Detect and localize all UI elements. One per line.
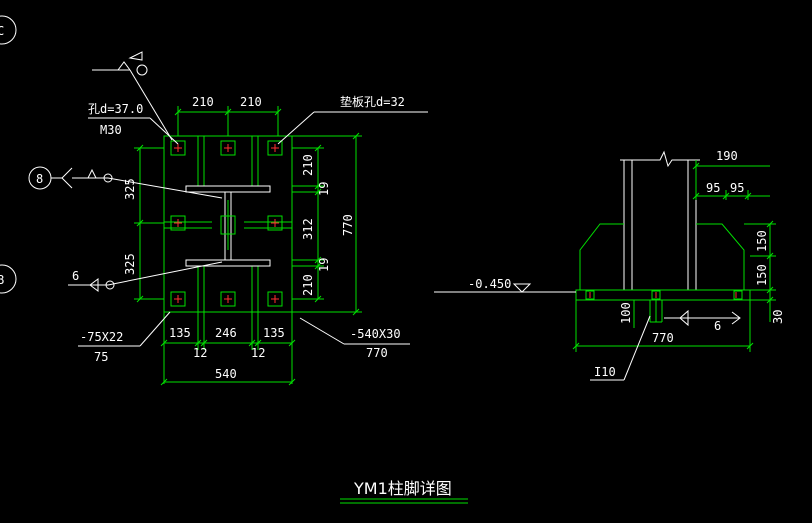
dim-right-312: 312 bbox=[301, 218, 315, 240]
bolt-hole-note: 孔d=37.0 bbox=[88, 102, 143, 116]
dim-bottom-135-right: 135 bbox=[263, 326, 285, 340]
dim-190: 190 bbox=[716, 149, 738, 163]
plan-left-dimension: 325 325 bbox=[123, 144, 164, 303]
plan-top-dimension: 210 210 bbox=[174, 95, 282, 136]
dim-95-left: 95 bbox=[706, 181, 720, 195]
dim-right-210-top: 210 bbox=[301, 154, 315, 176]
section-weld-size: 6 bbox=[714, 319, 721, 333]
dim-150-top: 150 bbox=[755, 230, 769, 252]
plate-spec: -540X30 bbox=[350, 327, 401, 341]
stiffener-length: 75 bbox=[94, 350, 108, 364]
anchor-bolt-grid bbox=[170, 140, 283, 307]
dim-right-19-top: 19 bbox=[317, 182, 331, 196]
shear-key-label: I10 bbox=[594, 365, 616, 379]
drawing-title: YM1柱脚详图 bbox=[340, 479, 468, 504]
dim-left-lower: 325 bbox=[123, 253, 137, 275]
dim-bottom-246: 246 bbox=[215, 326, 237, 340]
dim-95-right: 95 bbox=[730, 181, 744, 195]
dim-total-width: 540 bbox=[215, 367, 237, 381]
dim-100: 100 bbox=[619, 302, 633, 324]
axis-label-8: 8 bbox=[36, 172, 43, 186]
dim-left-upper: 325 bbox=[123, 178, 137, 200]
section-base-plate bbox=[575, 289, 751, 301]
svg-text:C: C bbox=[0, 24, 4, 38]
dim-770: 770 bbox=[652, 331, 674, 345]
dim-12-left: 12 bbox=[193, 346, 207, 360]
dim-150-bot: 150 bbox=[755, 264, 769, 286]
dim-top-left: 210 bbox=[192, 95, 214, 109]
h-column-section bbox=[185, 185, 271, 267]
plan-bottom-dimension: 135 246 135 12 12 540 bbox=[160, 312, 296, 386]
dim-right-19-bot: 19 bbox=[317, 258, 331, 272]
dim-top-right: 210 bbox=[240, 95, 262, 109]
plan-right-dimension: 210 19 312 19 210 770 bbox=[292, 132, 362, 316]
stiffener-spec: -75X22 bbox=[80, 330, 123, 344]
svg-text:B: B bbox=[0, 273, 4, 287]
axis-bubble-b: B bbox=[0, 264, 17, 294]
plate-length: 770 bbox=[366, 346, 388, 360]
weld-size-left: 6 bbox=[72, 269, 79, 283]
bolt-spec: M30 bbox=[100, 123, 122, 137]
dim-total-height: 770 bbox=[341, 214, 355, 236]
plan-view: 210 210 325 325 210 19 312 19 bbox=[28, 51, 428, 386]
dim-30: 30 bbox=[771, 310, 785, 324]
plan-leaders: 孔d=37.0 M30 垫板孔d=32 8 bbox=[28, 51, 428, 364]
elevation-label: -0.450 bbox=[468, 277, 511, 291]
section-view: -0.450 190 95 95 150 150 30 770 100 6 bbox=[434, 149, 785, 381]
axis-bubble-c: C bbox=[0, 15, 17, 45]
dim-12-right: 12 bbox=[251, 346, 265, 360]
dim-right-210-bot: 210 bbox=[301, 274, 315, 296]
washer-hole-note: 垫板孔d=32 bbox=[340, 94, 405, 109]
title-text: YM1柱脚详图 bbox=[353, 479, 452, 498]
dim-bottom-135-left: 135 bbox=[169, 326, 191, 340]
